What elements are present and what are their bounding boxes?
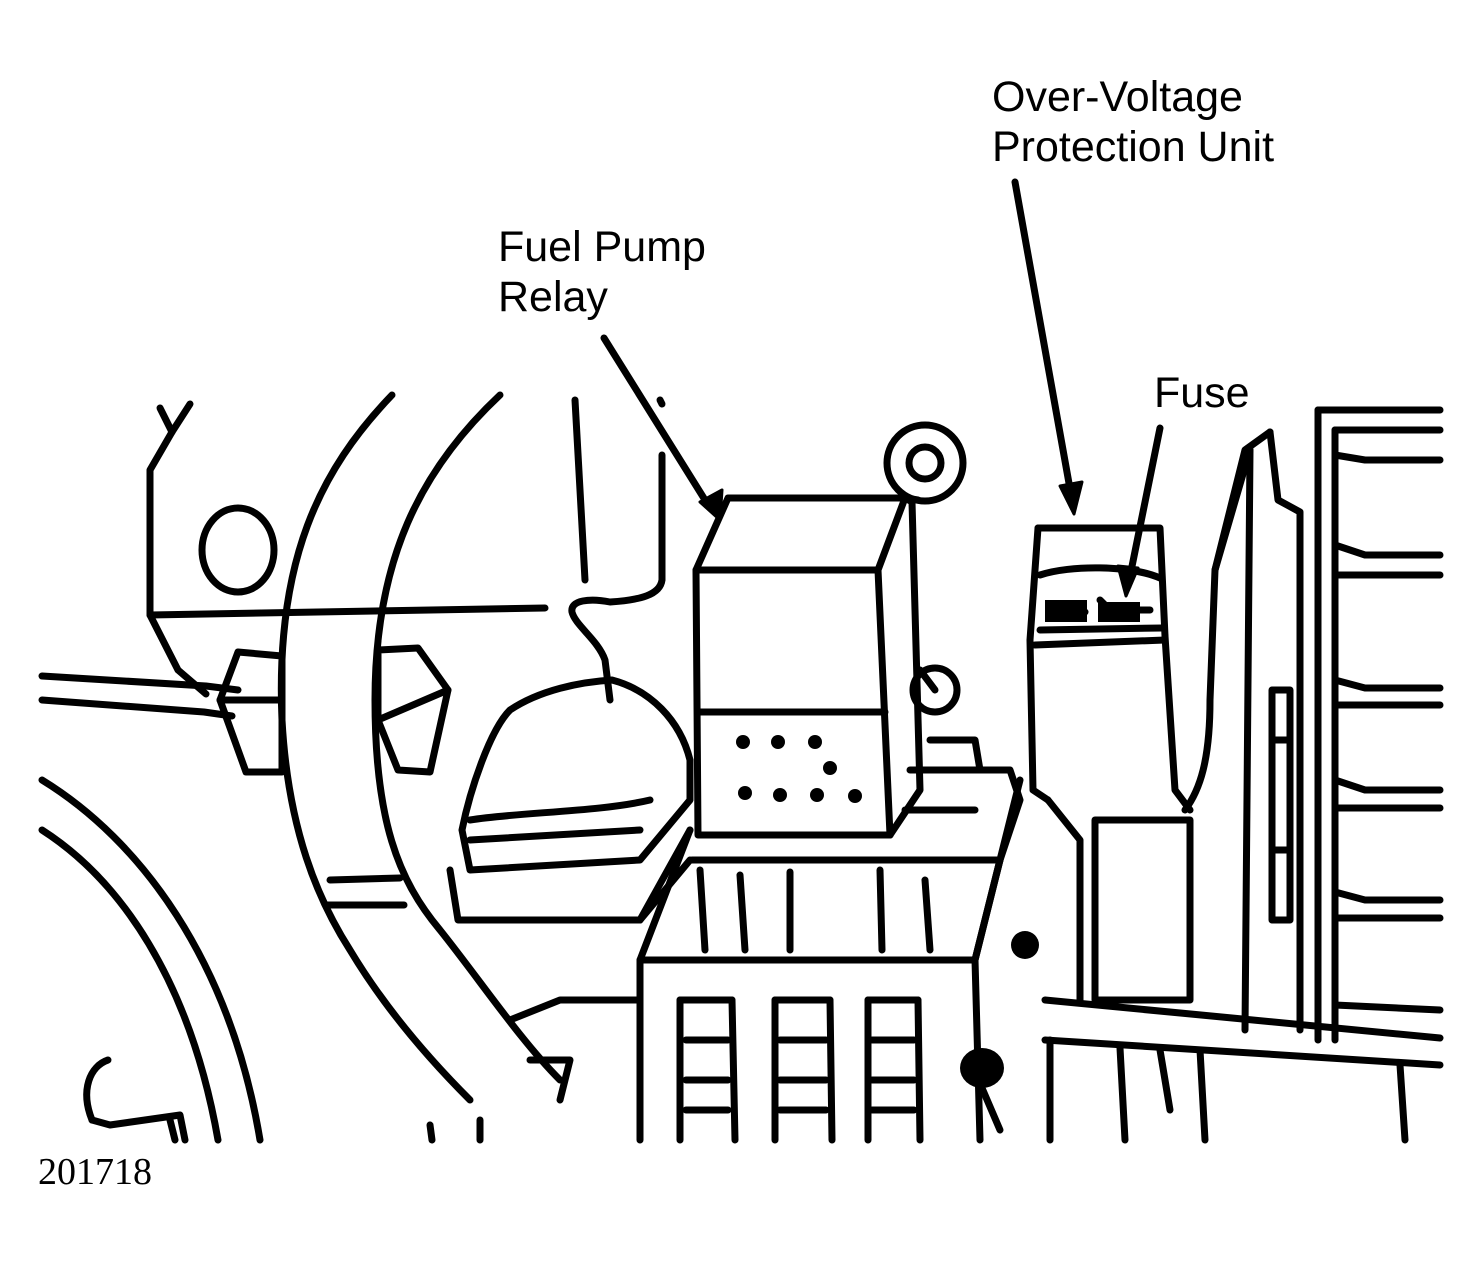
fuse-arrowhead <box>1116 564 1140 598</box>
fuel-pump-label-line-1: Fuel Pump <box>498 223 706 271</box>
leader-arrows <box>600 178 1164 598</box>
fuel-pump-relay <box>692 494 924 839</box>
left-connectors <box>216 644 452 776</box>
over-voltage-arrowhead <box>1058 480 1084 516</box>
left-bracket <box>146 400 549 698</box>
over-voltage-label-line-2: Protection Unit <box>992 123 1275 171</box>
over-voltage-protection-unit <box>1026 524 1194 814</box>
fuse-leader <box>1124 424 1164 590</box>
black-grommet <box>960 931 1039 1134</box>
center-connector-plug <box>446 676 694 924</box>
terminal-row <box>506 996 924 1144</box>
fuel-pump-relay-label: Fuel Pump Relay <box>498 222 706 322</box>
bracket-hole <box>198 504 278 596</box>
over-voltage-leader <box>1011 178 1076 504</box>
hose-elbow <box>568 396 666 704</box>
over-voltage-label-line-1: Over-Voltage <box>992 73 1243 121</box>
lower-right-box <box>1041 796 1444 1144</box>
right-panel <box>1181 406 1444 1144</box>
over-voltage-protection-unit-label: Over-Voltage Protection Unit <box>992 72 1274 172</box>
fuel-pump-relay-leader <box>600 334 714 512</box>
fuse-element <box>1046 596 1154 616</box>
fuse-label: Fuse <box>1154 369 1250 417</box>
mounting-stud <box>883 421 967 716</box>
fuel-pump-label-line-2: Relay <box>498 273 608 321</box>
left-wire-harness <box>38 672 264 1144</box>
fuel-pump-relay-arrowhead <box>698 488 724 522</box>
bottom-edges <box>166 1116 484 1144</box>
large-hose <box>277 391 564 1104</box>
figure-number: 201718 <box>38 1151 152 1193</box>
